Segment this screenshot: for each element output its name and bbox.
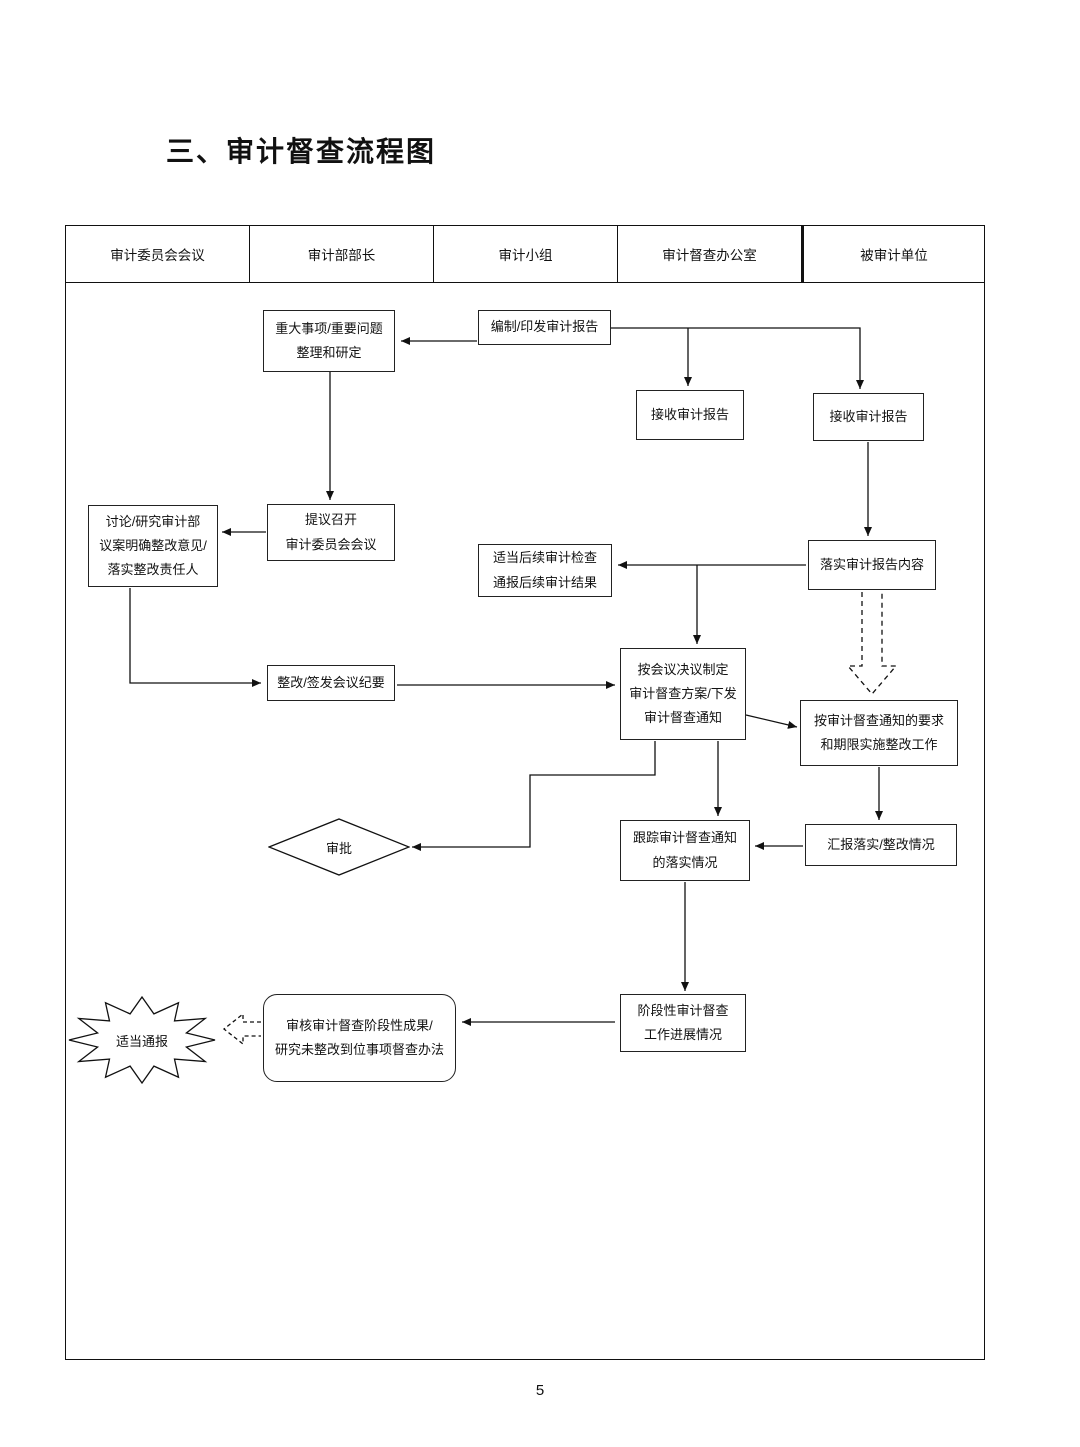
lane-audit-team: 审计小组 <box>433 225 618 283</box>
node-implement-report: 落实审计报告内容 <box>808 540 936 590</box>
node-review-results: 审核审计督查阶段性成果/ 研究未整改到位事项督查办法 <box>263 994 456 1082</box>
lane-audit-director: 审计部部长 <box>249 225 434 283</box>
node-stage-progress: 阶段性审计督查 工作进展情况 <box>620 994 746 1052</box>
approval-diamond-shape <box>268 818 410 876</box>
node-receive-report-unit: 接收审计报告 <box>813 393 924 441</box>
node-discuss-proposal: 讨论/研究审计部 议案明确整改意见/ 落实整改责任人 <box>88 505 218 587</box>
node-receive-report-office: 接收审计报告 <box>636 390 744 440</box>
node-report-rectification: 汇报落实/整改情况 <box>805 824 957 866</box>
node-make-plan: 按会议决议制定 审计督查方案/下发 审计督查通知 <box>620 648 746 740</box>
page-number: 5 <box>535 1382 545 1399</box>
node-issue-report: 编制/印发审计报告 <box>478 310 611 345</box>
lane-audited-unit: 被审计单位 <box>801 225 985 283</box>
node-propose-meeting: 提议召开 审计委员会会议 <box>267 504 395 561</box>
node-sign-minutes: 整改/签发会议纪要 <box>267 665 395 701</box>
node-track-implementation: 跟踪审计督查通知 的落实情况 <box>620 820 750 881</box>
node-follow-up-audit: 适当后续审计检查 通报后续审计结果 <box>478 544 612 597</box>
lane-supervision-office: 审计督查办公室 <box>617 225 802 283</box>
node-major-issues: 重大事项/重要问题 整理和研定 <box>263 310 395 372</box>
node-implement-rectification: 按审计督查通知的要求 和期限实施整改工作 <box>800 700 958 766</box>
notify-burst-shape <box>68 995 216 1085</box>
page-title: 三、审计督查流程图 <box>166 136 437 167</box>
lane-audit-committee: 审计委员会会议 <box>65 225 250 283</box>
